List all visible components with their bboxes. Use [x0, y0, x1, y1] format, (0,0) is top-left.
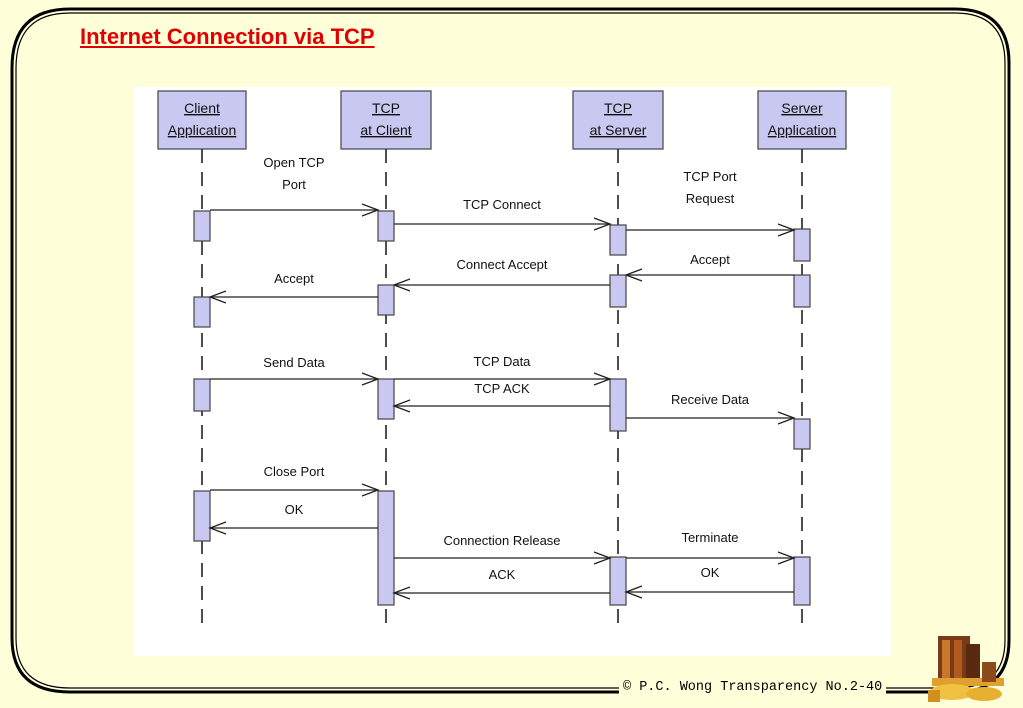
message-label: Connect Accept — [456, 257, 547, 272]
footer-copyright: © P.C. Wong Transparency No.2-40 — [619, 680, 887, 695]
message-label: Connection Release — [443, 533, 560, 548]
activation-box — [609, 224, 627, 256]
message-label: TCP Port — [683, 169, 737, 184]
participant-label: TCP — [604, 100, 632, 116]
message-label: Send Data — [263, 355, 325, 370]
message-label: Open TCP — [263, 155, 324, 170]
message-label: ACK — [489, 567, 516, 582]
message-arrow-head — [777, 223, 796, 237]
message-arrow-head — [361, 372, 380, 386]
participant-label: at Client — [360, 122, 411, 138]
activation-box — [377, 378, 395, 420]
message-arrow-head — [392, 399, 411, 413]
message-arrow-head — [593, 551, 612, 565]
message-arrow-head — [593, 372, 612, 386]
message-arrow-head — [208, 290, 227, 304]
message-label: Terminate — [681, 530, 738, 545]
message-label: OK — [701, 565, 720, 580]
message-label: Accept — [690, 252, 730, 267]
participant-tcp_client — [340, 90, 432, 150]
message-arrow-head — [392, 278, 411, 292]
participant-server_app — [757, 90, 847, 150]
message-label: Accept — [274, 271, 314, 286]
participant-label: Application — [768, 122, 837, 138]
activation-box — [609, 556, 627, 606]
message-arrow-head — [624, 585, 643, 599]
message-arrow-head — [777, 411, 796, 425]
message-label: TCP Data — [474, 354, 532, 369]
participant-label: at Server — [590, 122, 647, 138]
activation-box — [193, 296, 211, 328]
message-label: Close Port — [264, 464, 325, 479]
participant-tcp_server — [572, 90, 664, 150]
logo-icon — [928, 636, 1004, 702]
message-arrow-head — [361, 483, 380, 497]
message-arrow-head — [392, 586, 411, 600]
message-arrow-head — [777, 551, 796, 565]
participant-label: Server — [781, 100, 823, 116]
activation-box — [793, 418, 811, 450]
message-arrow-head — [208, 521, 227, 535]
message-label: TCP ACK — [474, 381, 530, 396]
activation-box — [793, 556, 811, 606]
activation-box — [609, 274, 627, 308]
message-label: OK — [285, 502, 304, 517]
activation-box — [193, 378, 211, 412]
message-arrow-head — [624, 268, 643, 282]
participant-label: Application — [168, 122, 237, 138]
message-label: Receive Data — [671, 392, 750, 407]
message-label: Port — [282, 177, 306, 192]
message-label: Request — [686, 191, 735, 206]
activation-box — [377, 210, 395, 242]
activation-box — [609, 378, 627, 432]
activation-box — [377, 490, 395, 606]
activation-box — [793, 228, 811, 262]
activation-box — [193, 210, 211, 242]
activation-box — [793, 274, 811, 308]
message-arrow-head — [361, 203, 380, 217]
message-arrow-head — [593, 217, 612, 231]
slide-title: Internet Connection via TCP — [80, 24, 375, 49]
activation-box — [193, 490, 211, 542]
participant-label: Client — [184, 100, 220, 116]
activation-box — [377, 284, 395, 316]
message-label: TCP Connect — [463, 197, 541, 212]
participant-client_app — [157, 90, 247, 150]
participant-label: TCP — [372, 100, 400, 116]
